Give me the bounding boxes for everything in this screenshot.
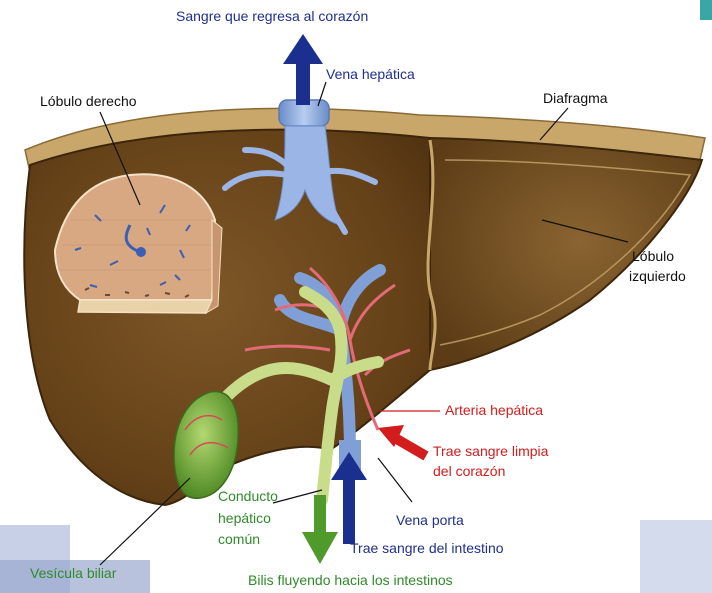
label-diaphragm: Diafragma bbox=[543, 90, 608, 107]
bile-flow-arrow bbox=[302, 495, 338, 564]
label-duct-2: hepático bbox=[218, 510, 271, 527]
label-bile-flow: Bilis fluyendo hacia los intestinos bbox=[248, 572, 453, 589]
label-portal-vein: Vena porta bbox=[396, 512, 464, 529]
label-duct-3: común bbox=[218, 531, 260, 548]
label-duct-1: Conducto bbox=[218, 488, 278, 505]
clean-blood-arrow bbox=[378, 425, 426, 456]
blood-to-heart-arrow bbox=[283, 34, 323, 105]
label-blood-to-heart: Sangre que regresa al corazón bbox=[176, 8, 368, 25]
label-intestine-blood: Trae sangre del intestino bbox=[350, 540, 504, 557]
intestine-blood-arrow bbox=[331, 452, 367, 544]
label-left-lobe-1: Lóbulo bbox=[632, 248, 674, 265]
label-left-lobe-2: izquierdo bbox=[629, 268, 686, 285]
label-right-lobe: Lóbulo derecho bbox=[40, 93, 137, 110]
label-hepatic-vein: Vena hepática bbox=[326, 66, 415, 83]
label-hepatic-artery: Arteria hepática bbox=[445, 402, 543, 419]
label-clean-blood-1: Trae sangre limpia bbox=[433, 443, 548, 460]
label-gallbladder: Vesícula biliar bbox=[30, 565, 116, 582]
label-clean-blood-2: del corazón bbox=[433, 463, 505, 480]
